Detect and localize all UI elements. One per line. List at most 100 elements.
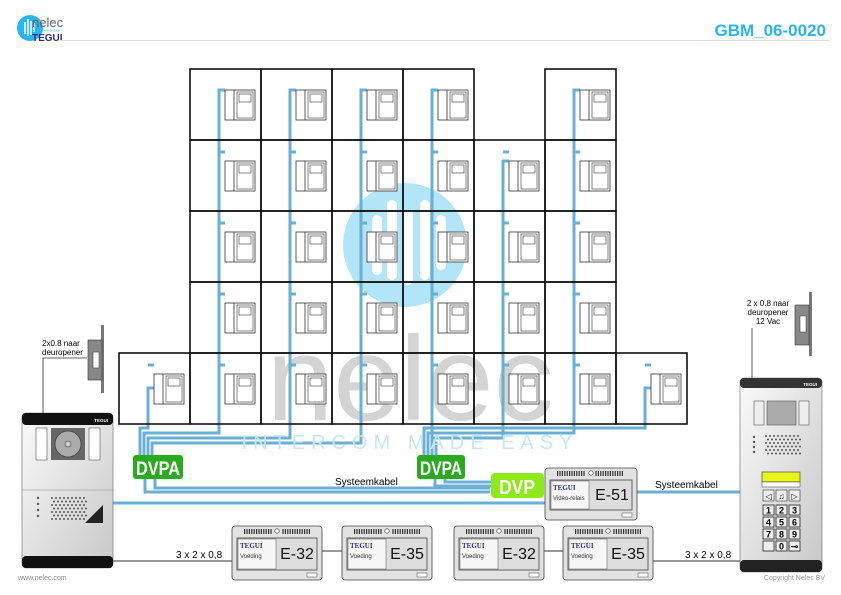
video-monitor-icon[interactable] [437, 89, 469, 121]
video-monitor-icon[interactable] [366, 160, 398, 192]
module-type: Voeding [571, 554, 593, 560]
keypad-key[interactable]: 2 [775, 504, 788, 516]
video-monitor-icon[interactable] [508, 231, 540, 263]
power-cables [113, 550, 740, 562]
video-monitor-icon[interactable] [579, 89, 611, 121]
riser-wire [146, 88, 296, 455]
keypad-key[interactable]: 0 [775, 540, 788, 552]
keypad-key[interactable] [762, 540, 775, 552]
keypad-key[interactable]: 5 [775, 516, 788, 528]
keypad-key[interactable]: 4 [762, 516, 775, 528]
key-label: 5 [779, 518, 784, 528]
key-label: 7 [766, 530, 771, 540]
dvpa-right-module[interactable]: DVPA [417, 455, 465, 480]
logo-tegui: TEGUI [32, 33, 63, 44]
keypad-key[interactable]: 8 [775, 528, 788, 540]
left-door-panel[interactable]: TEGUI [21, 412, 114, 569]
key-label: 8 [779, 530, 784, 540]
video-monitor-icon[interactable] [224, 231, 256, 263]
video-monitor-icon[interactable] [437, 373, 469, 405]
video-monitor-icon[interactable] [437, 231, 469, 263]
riser-wire [138, 386, 154, 455]
video-monitor-icon[interactable] [508, 373, 540, 405]
video-monitor-icon[interactable] [366, 373, 398, 405]
keypad-key[interactable]: 3 [788, 504, 801, 516]
keypad-key[interactable]: 6 [788, 516, 801, 528]
video-monitor-icon[interactable] [295, 160, 327, 192]
footer-copyright: Copyright Nelec BV [764, 575, 825, 582]
riser-wire [422, 386, 651, 455]
video-monitor-icon[interactable] [366, 231, 398, 263]
video-monitor-icon[interactable] [295, 373, 327, 405]
right-opener-label-2: deuropener [748, 308, 789, 317]
dvpa-left-module[interactable]: DVPA [133, 455, 183, 480]
left-opener-label-2: deuropener [42, 348, 83, 357]
video-monitor-icon[interactable] [508, 302, 540, 334]
keypad-key[interactable]: 1 [762, 504, 775, 516]
video-monitor-icon[interactable] [579, 231, 611, 263]
power-cable-left-label: 3 x 2 x 0,8 [176, 550, 223, 561]
module-type: Video-relais [553, 496, 585, 502]
module-code: E-35 [611, 546, 645, 563]
module-type: Voeding [350, 554, 372, 560]
left-door-opener: 2x0.8 naar deuropener [42, 325, 104, 413]
left-panel-brand: TEGUI [94, 418, 108, 423]
key-label: 9 [792, 530, 797, 540]
video-monitor-icon[interactable] [579, 302, 611, 334]
keypad-key[interactable]: ⊸ [788, 540, 801, 552]
video-monitor-icon[interactable] [650, 373, 682, 405]
key-label: 0 [779, 542, 784, 552]
video-monitor-icon[interactable] [579, 373, 611, 405]
right-arrow-icon: ▷ [791, 492, 798, 501]
video-monitor-icon[interactable] [366, 89, 398, 121]
power-cable-right-label: 3 x 2 x 0,8 [685, 550, 732, 561]
module-brand: TEGUI [240, 542, 263, 550]
video-monitor-icon[interactable] [153, 373, 185, 405]
video-monitor-icon[interactable] [437, 160, 469, 192]
video-monitor-icon[interactable] [295, 302, 327, 334]
right-opener-label-3: 12 Vac [756, 317, 780, 326]
keypad-key[interactable]: 7 [762, 528, 775, 540]
apartment-cell [615, 352, 688, 425]
header: nelec INTERCOM MADE EASY TEGUI GBM_06-00… [17, 15, 830, 44]
riser-wire [150, 88, 367, 455]
key-label: 1 [766, 506, 771, 516]
display [761, 471, 801, 483]
apartment-cell [118, 352, 191, 425]
video-monitor-icon[interactable] [224, 89, 256, 121]
video-monitor-icon[interactable] [224, 302, 256, 334]
building-grid [118, 68, 688, 425]
video-monitor-icon[interactable] [579, 160, 611, 192]
right-opener-label-1: 2 x 0.8 naar [747, 299, 790, 308]
key-label: 6 [792, 518, 797, 528]
system-cable-right-label: Systeemkabel [655, 480, 718, 491]
video-monitor-icon[interactable] [224, 373, 256, 405]
video-monitor-icon[interactable] [224, 160, 256, 192]
module-brand: TEGUI [462, 542, 485, 550]
dvp-module[interactable]: DVP [491, 473, 544, 499]
riser-wires [138, 88, 651, 455]
dvp-label: DVP [499, 477, 535, 499]
video-monitor-icon[interactable] [295, 231, 327, 263]
logo-tagline: INTERCOM MADE EASY [32, 30, 61, 33]
nav-buttons[interactable]: ◁ ♫ ▷ [762, 489, 801, 502]
video-monitor-icon[interactable] [437, 302, 469, 334]
video-monitor-icon[interactable] [295, 89, 327, 121]
footer-website: www.nelec.com [17, 575, 67, 582]
bell-icon: ♫ [779, 492, 785, 501]
module-code: E-51 [595, 487, 629, 504]
video-monitor-icon[interactable] [508, 160, 540, 192]
module-code: E-35 [390, 546, 424, 563]
video-monitor-icon[interactable] [366, 302, 398, 334]
riser-wire [430, 159, 509, 455]
keypad-key[interactable]: 9 [788, 528, 801, 540]
module-code: E-32 [280, 546, 314, 563]
key-label: 2 [779, 506, 784, 516]
